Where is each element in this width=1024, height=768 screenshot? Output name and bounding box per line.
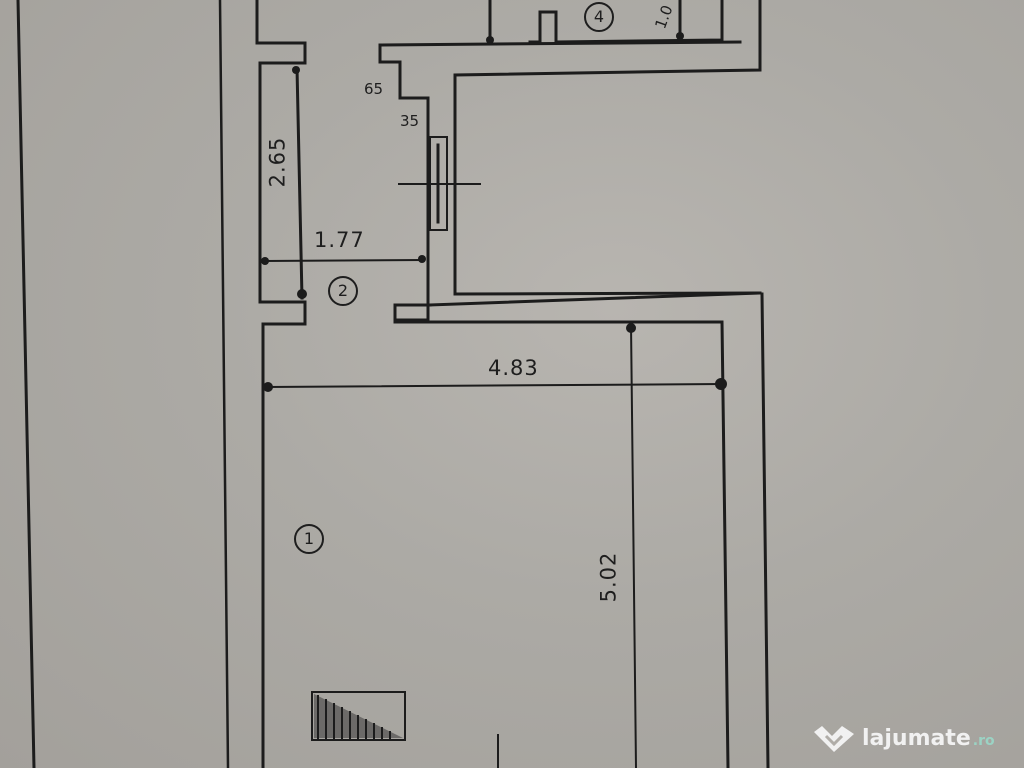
lajumate-logo-icon	[814, 726, 854, 752]
room-number-4: 4	[584, 2, 614, 32]
watermark-tld: .ro	[972, 733, 995, 749]
dimension-room1-length: 5.02	[596, 551, 621, 603]
room-number-2: 2	[328, 276, 358, 306]
watermark-brand: lajumate	[862, 725, 971, 751]
dimension-room2-width: 1.77	[314, 228, 365, 252]
dimension-room2-length: 2.65	[265, 136, 290, 188]
dimension-step-upper: 65	[364, 80, 384, 98]
room-number-1: 1	[294, 524, 324, 554]
stair-hatch-symbol	[311, 691, 406, 741]
dimension-room1-width: 4.83	[488, 356, 539, 380]
dimension-step-lower: 35	[400, 112, 420, 130]
lajumate-watermark: lajumate .ro	[812, 722, 995, 754]
